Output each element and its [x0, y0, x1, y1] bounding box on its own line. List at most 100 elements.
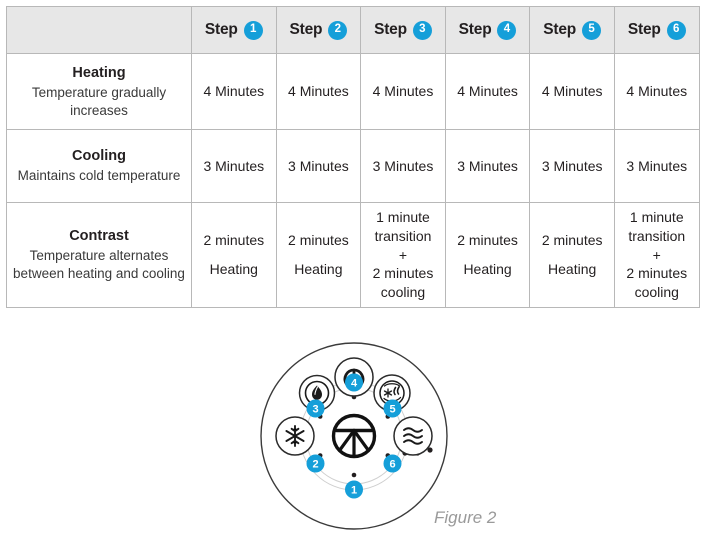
cell-line: 3 Minutes: [372, 157, 434, 174]
step-label: Step: [627, 21, 661, 39]
table-row-contrast: Contrast Temperature alternates between …: [6, 202, 700, 308]
row-description: Maintains cold temperature: [17, 168, 181, 184]
cell-line: 1 minute: [376, 209, 430, 226]
cell-line: Heating: [209, 261, 258, 277]
dial-marker-label: 2: [312, 458, 318, 470]
dial-marker-5: 5: [383, 399, 402, 418]
cell-line: 2 minutes: [457, 232, 518, 249]
cell-line: Heating: [463, 261, 512, 277]
cell-line: +: [652, 246, 661, 263]
dial-marker-1: 1: [345, 480, 363, 499]
table-corner-cell: [6, 6, 192, 54]
cell-contrast-step-1: 2 minutes Heating: [191, 202, 277, 308]
cell-line: 4 Minutes: [372, 83, 434, 100]
cell-contrast-step-3: 1 minute transition + 2 minutes cooling: [360, 202, 446, 308]
step-label: Step: [458, 21, 492, 39]
cell-line: 3 Minutes: [288, 157, 349, 174]
cell-heating-step-5: 4 Minutes: [529, 53, 615, 130]
row-description: Temperature alternates between heating a…: [13, 248, 185, 282]
cell-line: transition: [628, 227, 686, 244]
step-label: Step: [374, 21, 407, 39]
cell-heating-step-3: 4 Minutes: [360, 53, 446, 130]
dial-marker-label: 6: [389, 458, 395, 470]
dial-marker-label: 5: [389, 403, 395, 415]
row-description: Temperature gradually increases: [31, 84, 167, 118]
column-header-step-3: Step 3: [360, 6, 446, 54]
step-label: Step: [543, 21, 577, 39]
dial-marker-4: 4: [345, 373, 363, 392]
step-label: Step: [204, 21, 238, 39]
row-title: Heating: [72, 64, 126, 81]
cell-line: 2 minutes: [288, 232, 349, 249]
brand-logo-icon: [331, 413, 377, 459]
row-label-contrast: Contrast Temperature alternates between …: [6, 202, 192, 308]
step-badge: 5: [582, 20, 602, 40]
cell-line: Heating: [548, 261, 597, 277]
cell-contrast-step-5: 2 minutes Heating: [529, 202, 615, 308]
cell-heating-step-1: 4 Minutes: [191, 53, 277, 130]
table-row-cooling: Cooling Maintains cold temperature 3 Min…: [6, 129, 700, 203]
column-header-step-5: Step 5: [529, 6, 615, 54]
cell-cooling-step-4: 3 Minutes: [444, 129, 531, 203]
waves-icon: [403, 427, 423, 445]
contrast-icon: [379, 380, 405, 406]
cell-line: 3 Minutes: [626, 157, 688, 174]
dial-button-waves[interactable]: [393, 416, 433, 456]
cell-cooling-step-2: 3 Minutes: [275, 129, 362, 203]
step-badge: 3: [412, 20, 432, 40]
cell-line: +: [398, 246, 408, 263]
cell-spacer: [530, 250, 614, 260]
cell-line: 2 minutes: [541, 232, 603, 249]
cell-cooling-step-6: 3 Minutes: [613, 129, 700, 203]
cell-heating-step-2: 4 Minutes: [275, 53, 362, 130]
column-header-step-6: Step 6: [613, 6, 700, 54]
dial-button-cooling[interactable]: [275, 416, 315, 456]
cell-line: 2 minutes: [372, 265, 434, 282]
table-header-row: Step 1 Step 2 Step 3: [6, 6, 700, 54]
step-label: Step: [289, 21, 323, 39]
control-dial-diagram: 4 3 5 2 6 1: [260, 342, 448, 530]
cell-line: 1 minute: [629, 209, 684, 226]
cell-line: cooling: [380, 284, 426, 301]
step-badge: 6: [666, 20, 686, 40]
dial-marker-3: 3: [306, 399, 325, 418]
step-badge: 4: [497, 20, 517, 40]
figure-2-container: 4 3 5 2 6 1 Figure 2: [0, 338, 706, 550]
schedule-table: Step 1 Step 2 Step 3: [6, 6, 700, 308]
cell-cooling-step-5: 3 Minutes: [529, 129, 615, 203]
heat-flame-icon: [304, 380, 330, 406]
dial-marker-label: 1: [351, 484, 357, 496]
cell-heating-step-6: 4 Minutes: [613, 53, 700, 130]
cell-line: 2 minutes: [626, 265, 688, 282]
cell-line: 4 Minutes: [626, 83, 688, 100]
schedule-table-wrapper: Step 1 Step 2 Step 3: [6, 6, 700, 308]
cell-contrast-step-2: 2 minutes Heating: [275, 202, 362, 308]
cell-line: 4 Minutes: [541, 83, 603, 100]
cell-line: 2 minutes: [203, 232, 265, 249]
cell-line: 3 Minutes: [541, 157, 603, 174]
column-header-step-2: Step 2: [275, 6, 362, 54]
dial-marker-2: 2: [306, 454, 325, 473]
cell-line: Heating: [294, 261, 343, 277]
cell-line: 3 Minutes: [203, 157, 265, 174]
cell-cooling-step-3: 3 Minutes: [360, 129, 446, 203]
cell-spacer: [446, 250, 530, 260]
cell-line: 4 Minutes: [288, 83, 349, 100]
cell-line: 4 Minutes: [203, 83, 265, 100]
row-label-heating: Heating Temperature gradually increases: [6, 53, 192, 130]
cell-line: transition: [374, 227, 432, 244]
cell-contrast-step-4: 2 minutes Heating: [444, 202, 531, 308]
snowflake-icon: [285, 425, 305, 447]
dial-marker-label: 4: [351, 377, 358, 389]
figure-caption: Figure 2: [434, 508, 497, 527]
row-title: Contrast: [69, 228, 129, 245]
cell-line: cooling: [634, 284, 679, 301]
cell-contrast-step-6: 1 minute transition + 2 minutes cooling: [613, 202, 700, 308]
row-label-cooling: Cooling Maintains cold temperature: [6, 129, 192, 203]
dial-marker-label: 3: [312, 403, 318, 415]
dial-marker-6: 6: [383, 454, 402, 473]
cell-spacer: [192, 250, 276, 260]
step-badge: 1: [243, 20, 263, 40]
cell-spacer: [277, 250, 361, 260]
dial-button-contrast[interactable]: [373, 374, 411, 412]
